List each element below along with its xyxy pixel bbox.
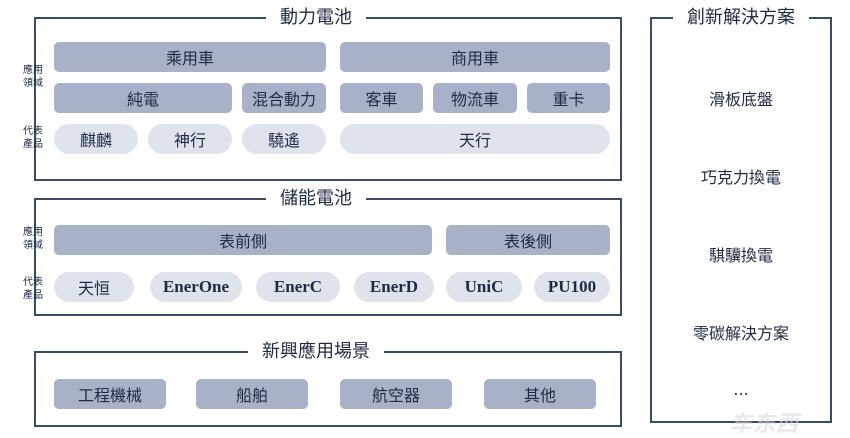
hybrid-block: 混合動力 [242,83,326,113]
emerging-panel: 新興應用場景 [34,341,622,427]
product-tianxing: 天行 [340,124,610,154]
emerging-item-machinery: 工程機械 [54,379,166,409]
solutions-panel: 創新解決方案 [650,7,832,423]
product-pu100: PU100 [534,272,610,302]
behind-meter-block: 表後側 [446,225,610,255]
solution-skateboard-chassis: 滑板底盤 [708,90,773,109]
power-products-label: 代表 產品 [23,126,43,150]
product-qilin: 麒麟 [54,124,138,154]
storage-application-label: 應用 領域 [23,227,43,251]
bus-block: 客車 [340,83,423,113]
product-enerone: EnerOne [150,272,242,302]
emerging-item-ships: 船舶 [196,379,308,409]
power-application-label: 應用 領域 [23,65,43,89]
solution-qiji-swap: 騏驥換電 [708,246,773,265]
product-enerc: EnerC [256,272,340,302]
storage-battery-title: 儲能電池 [266,188,366,210]
product-tianheng: 天恒 [54,272,134,302]
solution-choco-swap: 巧克力換電 [700,168,781,187]
heavy-truck-block: 重卡 [527,83,610,113]
emerging-item-other: 其他 [484,379,596,409]
solution-more: ... [733,380,749,399]
power-battery-title: 動力電池 [266,7,366,29]
pure-electric-block: 純電 [54,83,232,113]
power-battery-panel: 動力電池 [34,7,622,181]
product-xiaoyao: 驍遙 [242,124,326,154]
product-unic: UniC [446,272,522,302]
emerging-item-aircraft: 航空器 [340,379,452,409]
solution-zero-carbon: 零碳解決方案 [692,324,789,343]
storage-battery-panel: 儲能電池 [34,188,622,316]
storage-products-label: 代表 產品 [23,277,43,301]
emerging-title: 新興應用場景 [248,341,384,363]
front-of-meter-block: 表前側 [54,225,432,255]
product-shenxing: 神行 [148,124,232,154]
solutions-title: 創新解決方案 [673,7,809,29]
logistics-block: 物流車 [433,83,517,113]
product-enerd: EnerD [354,272,434,302]
passenger-car-block: 乘用車 [54,42,326,72]
watermark-logo: 车东西 [730,412,800,437]
commercial-car-block: 商用車 [340,42,610,72]
